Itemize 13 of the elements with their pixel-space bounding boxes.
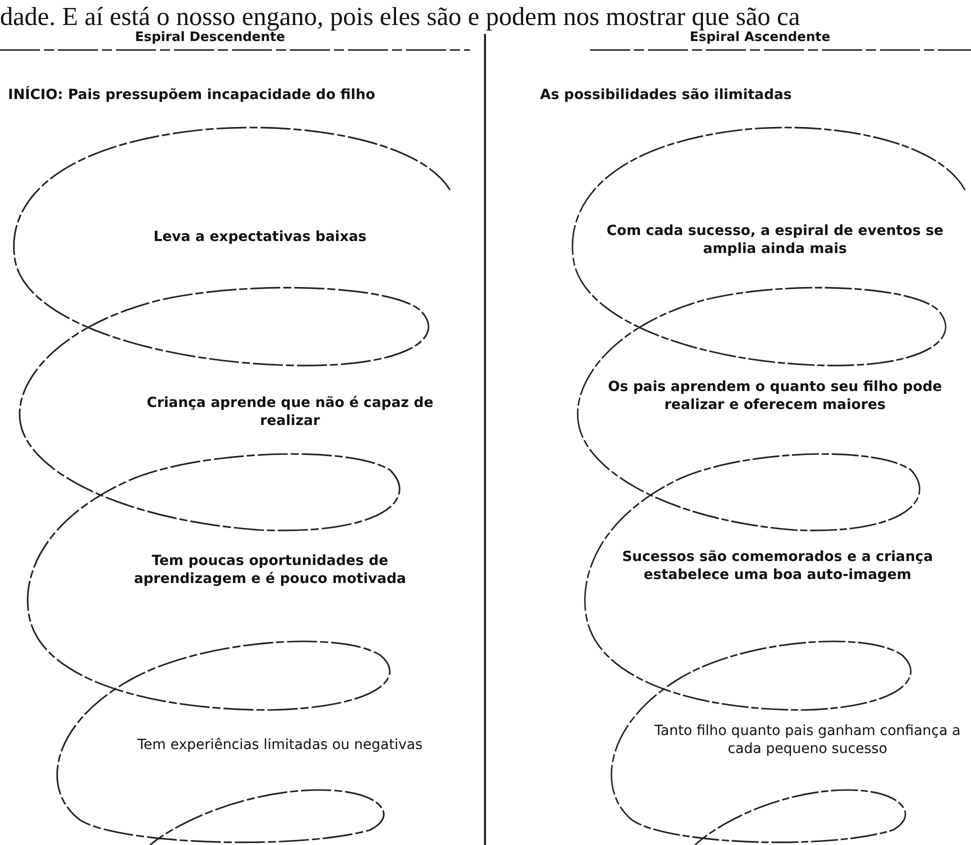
column-heading: Espiral Ascendente	[688, 30, 832, 47]
column-heading: Espiral Descendente	[134, 30, 286, 47]
spiral-step-text: Os pais aprendem o quanto seu filho pode realizar e oferecem maiores	[607, 378, 943, 414]
spiral-step-text: Sucessos são comemorados e a criança estabelece uma boa auto-imagem	[621, 548, 934, 584]
spiral-step-text: Criança aprende que não é capaz de realizar	[146, 394, 434, 430]
spiral-step-text: As possibilidades são ilimitadas	[540, 86, 793, 104]
start-note: INÍCIO: Pais pressupõem incapacidade do filho	[8, 86, 376, 104]
spiral-step-text: Tanto filho quanto pais ganham confiança a cada pequeno sucesso	[653, 722, 962, 758]
spiral-step-text: Leva a expectativas baixas	[152, 228, 368, 246]
spiral-step-text: Com cada sucesso, a espiral de eventos se amplia ainda mais	[606, 222, 944, 258]
spiral-step-text: Tem experiências limitadas ou negativas	[136, 736, 424, 754]
body-text-fragment: dade. E aí está o nosso engano, pois eles são e podem nos mostrar que são ca	[0, 1, 802, 31]
spiral-step-text: Tem poucas oportunidades de aprendizagem e é pouco motivada	[132, 552, 408, 588]
